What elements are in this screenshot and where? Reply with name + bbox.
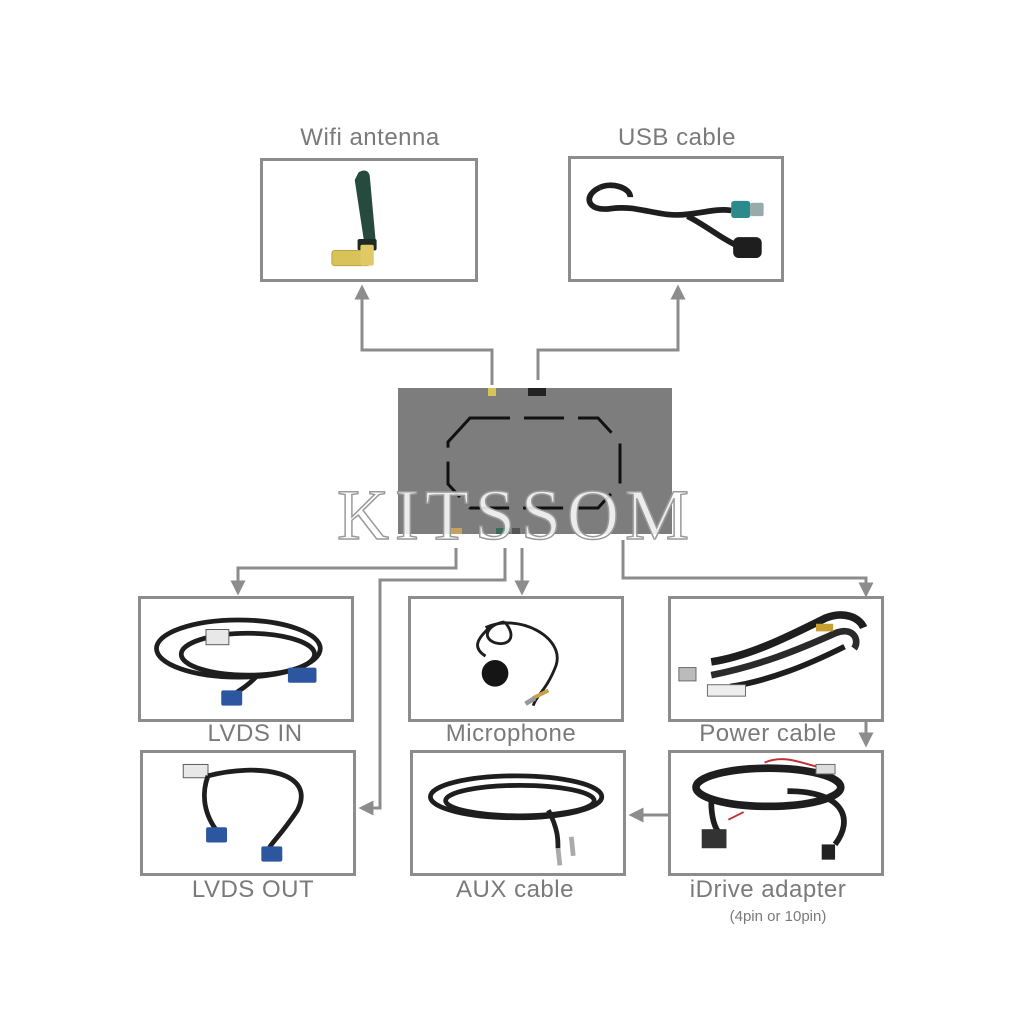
usb-cable-icon (586, 182, 764, 259)
idrive-adapter-note: (4pin or 10pin) (729, 908, 827, 925)
aux-cable-label: AUX cable (456, 876, 574, 903)
power-connection-line (621, 540, 874, 598)
usb-cable-panel (568, 156, 784, 282)
lvds-in-cable-icon (154, 617, 323, 706)
lvds-out-connection-line (358, 548, 507, 816)
usb-port-icon (528, 388, 546, 396)
aux-cable-panel (410, 750, 626, 876)
watermark-text: KITSSOM (336, 474, 696, 556)
aux-cable-icon (428, 773, 605, 866)
wifi-antenna-label: Wifi antenna (300, 124, 440, 151)
microphone-label: Microphone (445, 720, 577, 747)
power-cable-icon (678, 611, 868, 697)
microphone-panel (408, 596, 624, 722)
idrive-adapter-label: iDrive adapter (689, 876, 847, 903)
lvds-in-connection-line (230, 548, 458, 596)
idrive-adapter-panel (668, 750, 884, 876)
lvds-out-label: LVDS OUT (191, 876, 315, 903)
lvds-out-port-icon (496, 528, 510, 534)
power-cable-label: Power cable (699, 720, 837, 747)
central-interface-box (398, 388, 672, 534)
idrive-adapter-icon (692, 758, 847, 860)
microphone-icon (476, 620, 559, 707)
lvds-out-cable-icon (182, 763, 304, 862)
usb-connection-line (536, 284, 686, 380)
lvds-out-panel (140, 750, 356, 876)
power-cable-panel (668, 596, 884, 722)
antenna-port-icon (488, 388, 496, 396)
wifi-connection-line (354, 284, 494, 385)
wifi-antenna-panel (260, 158, 478, 282)
lvds-in-panel (138, 596, 354, 722)
mic-port-icon (512, 528, 520, 534)
lvds-in-port-icon (450, 528, 462, 534)
lvds-in-label: LVDS IN (207, 720, 303, 747)
usb-cable-label: USB cable (618, 124, 736, 151)
wifi-antenna-icon (331, 170, 377, 267)
